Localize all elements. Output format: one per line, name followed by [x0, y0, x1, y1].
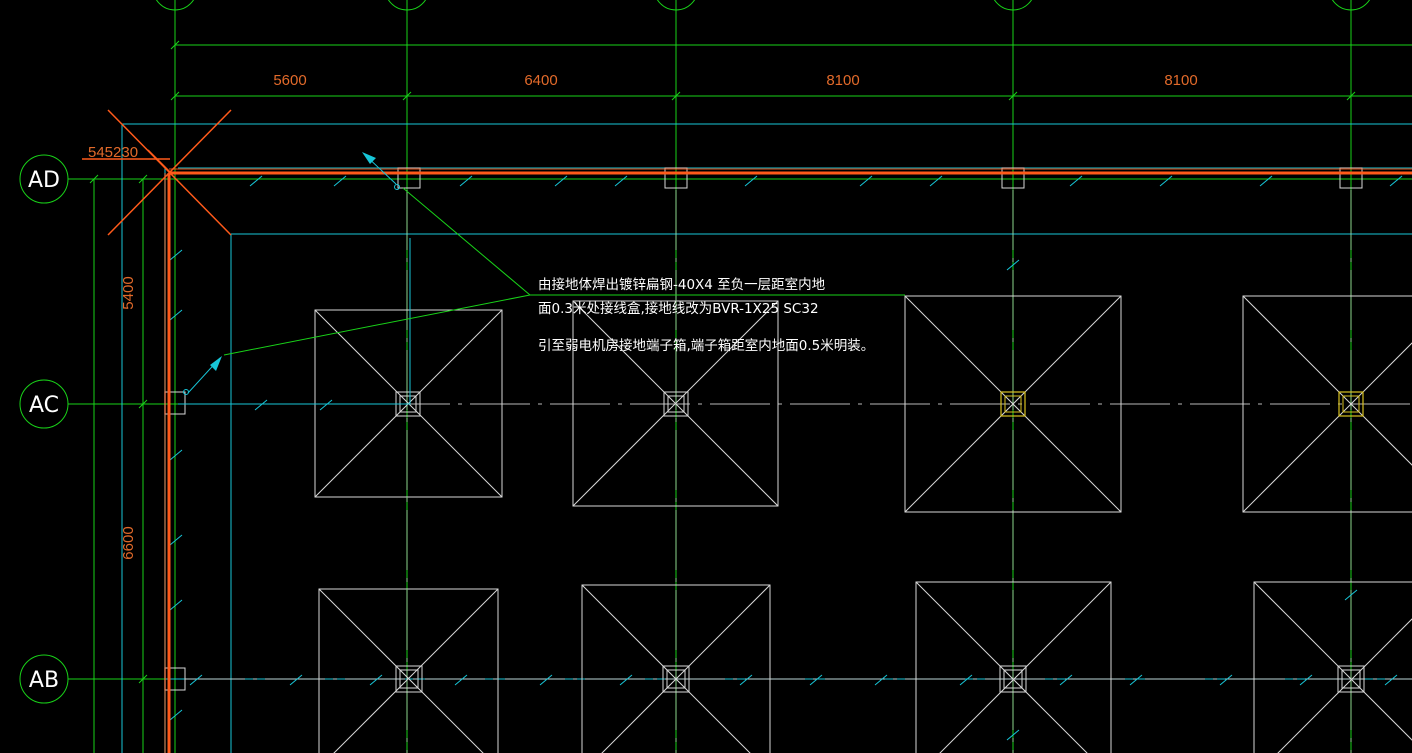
dimension-top-3: 8100 — [826, 72, 859, 89]
foundation-pad — [1242, 295, 1412, 513]
foundation-pad — [1253, 581, 1412, 753]
left-dimension-lines — [89, 174, 148, 753]
grounding-bar — [164, 168, 1412, 753]
foundation-pad — [915, 581, 1112, 753]
corner-cross-marker — [82, 109, 232, 236]
columns — [164, 167, 1365, 693]
dimension-top-4: 8100 — [1164, 72, 1197, 89]
top-axis-bubbles — [155, 0, 1371, 11]
dimension-left-1: 5400 — [120, 276, 137, 309]
annotation-leaders — [223, 187, 905, 356]
ground-wire-run — [178, 152, 411, 405]
dimension-top-1: 5600 — [273, 72, 306, 89]
axis-label-AD: AD — [28, 168, 60, 193]
annotation-note: 由接地体焊出镀锌扁钢-40X4 至负一层距室内地 面0.3米处接线盒,接地线改为… — [538, 276, 874, 354]
axis-label-AC: AC — [29, 393, 59, 418]
foundation-pads — [314, 295, 1412, 753]
vertical-grid-lines — [174, 0, 1352, 753]
axis-bubble-AD: AD — [19, 154, 69, 204]
axis-bubble-AC: AC — [19, 379, 69, 429]
dimension-top-2: 6400 — [524, 72, 557, 89]
dimension-left-2: 6600 — [120, 526, 137, 559]
foundation-pad — [581, 584, 771, 753]
foundation-pad — [572, 300, 779, 507]
note-line-1: 由接地体焊出镀锌扁钢-40X4 至负一层距室内地 — [538, 276, 826, 293]
axis-label-AB: AB — [29, 668, 59, 693]
foundation-pad — [904, 295, 1122, 513]
foundation-pad — [318, 588, 499, 753]
elevation-label: 545230 — [88, 144, 138, 161]
horizontal-grid-lines — [68, 178, 1412, 680]
axis-bubble-AB: AB — [19, 654, 69, 704]
wall-hatch-ticks — [169, 175, 1403, 741]
top-dimension-lines — [170, 40, 1412, 101]
centerlines — [185, 190, 1412, 753]
note-line-2: 面0.3米处接线盒,接地线改为BVR-1X25 SC32 — [538, 300, 819, 317]
note-line-3: 引至弱电机房接地端子箱,端子箱距室内地面0.5米明装。 — [538, 337, 874, 354]
